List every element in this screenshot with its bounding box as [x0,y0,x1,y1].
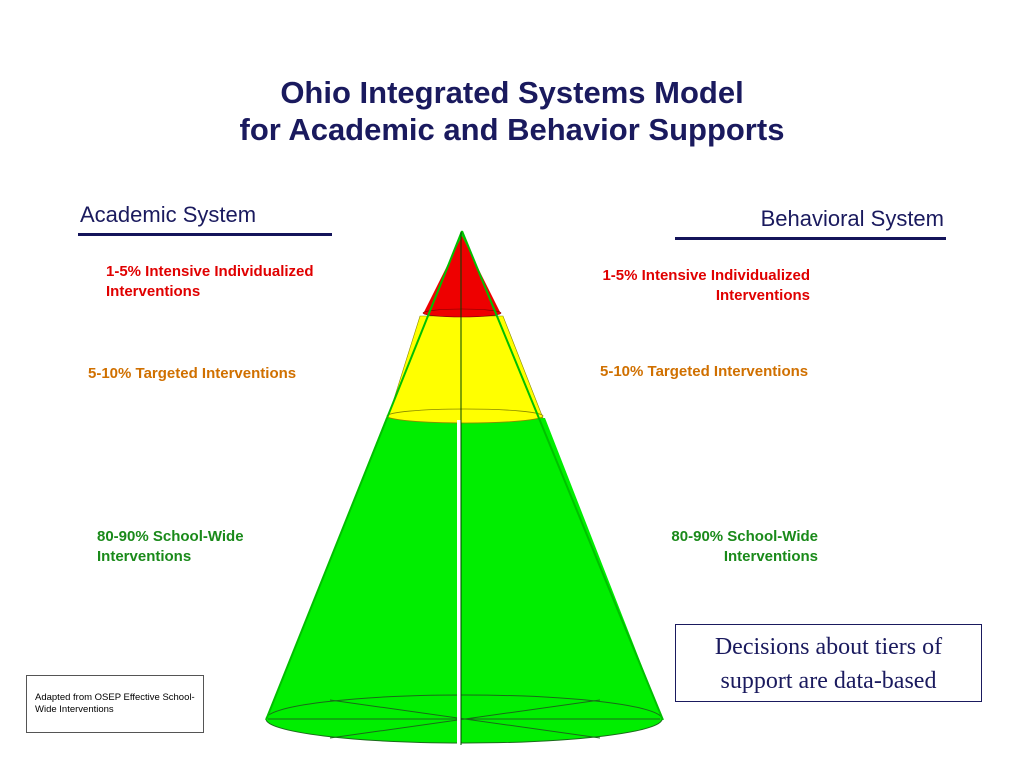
cone-left-edge [265,230,463,721]
tier-targeted-region [387,315,544,419]
behavioral-tier-intensive-label: 1-5% Intensive Individualized Interventi… [602,267,810,304]
data-based-decisions-callout: Decisions about tiers of support are dat… [675,624,982,702]
title-line-1: Ohio Integrated Systems Model [280,75,744,110]
behavioral-system-heading: Behavioral System [760,206,944,231]
tier-intensive-region [424,236,500,312]
tier-schoolwide-region [266,418,663,720]
base-ellipse-cross-3 [329,699,601,739]
academic-heading-underline [78,233,332,236]
tier-intensive-base-ellipse [422,308,502,318]
behavioral-tier-targeted-label: 5-10% Targeted Interventions [600,363,809,380]
academic-system-heading: Academic System [80,202,257,227]
source-note: Adapted from OSEP Effective School-Wide … [26,675,204,733]
academic-tier-intensive-label: 1-5% Intensive Individualized Interventi… [106,263,314,300]
academic-tier-targeted-label: 5-10% Targeted Interventions [88,365,297,382]
behavioral-tier-schoolwide-label: 80-90% School-Wide Interventions [671,528,818,565]
tier-targeted-base-ellipse [386,408,544,424]
title-line-2: for Academic and Behavior Supports [239,112,785,147]
cone-center-divider [457,420,461,745]
behavioral-heading-underline [675,237,946,240]
page-title: Ohio Integrated Systems Model for Academ… [0,74,1024,148]
cone-right-edge [461,230,664,721]
academic-tier-schoolwide-label: 80-90% School-Wide Interventions [97,528,244,565]
